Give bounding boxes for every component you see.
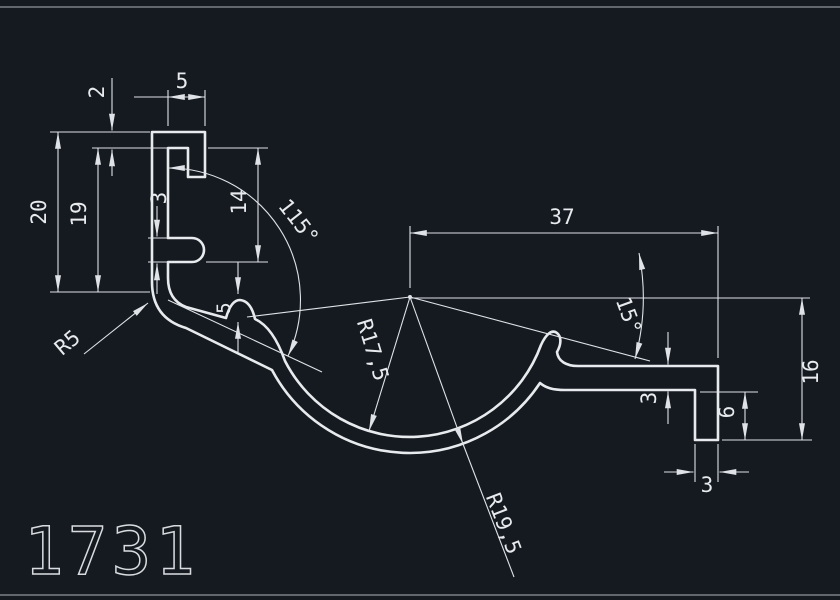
dim-text-arm-span: 37	[549, 205, 574, 229]
dimension-right-height-16	[722, 298, 812, 441]
dim-text-bead: 5	[213, 302, 235, 313]
dimension-wall-outer-20	[50, 132, 150, 293]
dim-text-right-height: 16	[799, 359, 823, 384]
dimension-slope-angle-115	[167, 164, 323, 373]
dim-text-radius-inner: R17,5	[352, 316, 393, 383]
dim-text-leg-width: 3	[701, 473, 714, 497]
dim-text-flange-thickness: 2	[85, 86, 109, 99]
dim-text-corner-radius: R5	[50, 325, 85, 360]
dim-text-arm-angle: 15°	[611, 294, 647, 338]
dimension-flange-width-5	[134, 90, 206, 126]
dim-text-radius-outer: R19,5	[481, 490, 526, 558]
drawing-title: 1731	[24, 513, 199, 590]
dimension-channel-slot-3	[148, 206, 168, 294]
dimension-arm-span-37	[409, 226, 719, 358]
dim-text-flange-width: 5	[176, 69, 189, 93]
dimension-corner-radius-r5	[83, 302, 149, 355]
dim-text-wall-inner: 19	[67, 201, 91, 226]
dimension-texts: 2 5 20 19 3 14 115° 37 R17,5 15° 16 3 6 …	[27, 69, 823, 557]
dimension-lines	[50, 78, 812, 578]
dimension-radius-outer-r19-5	[409, 296, 515, 578]
dim-text-channel-depth: 14	[227, 189, 251, 214]
dim-text-wall-outer: 20	[27, 199, 51, 224]
profile-outline	[150, 130, 720, 455]
dimension-flange-thickness-2	[50, 78, 168, 176]
dimension-leg-width-3	[664, 444, 749, 482]
center-reference-line	[246, 296, 411, 318]
dim-text-channel-slot: 3	[147, 192, 171, 205]
dim-text-leg-depth: 6	[715, 406, 739, 419]
dimension-arm-angle-15	[409, 252, 810, 362]
dimension-radius-inner-r17-5	[368, 296, 411, 432]
dim-text-arm-thickness: 3	[637, 392, 661, 405]
dimension-leg-depth-6	[700, 391, 758, 440]
drawing-frame	[0, 6, 840, 596]
dim-text-slope-angle: 115°	[273, 194, 323, 249]
